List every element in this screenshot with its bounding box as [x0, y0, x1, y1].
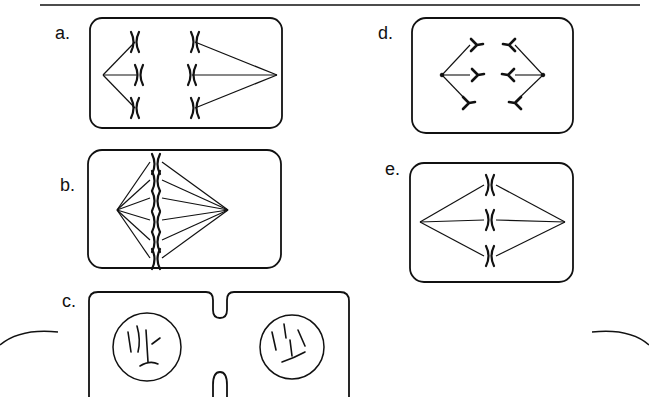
stage-letter: e.	[385, 160, 400, 178]
cell-b	[88, 150, 281, 269]
cell-a	[90, 18, 282, 128]
cell-c	[89, 292, 349, 397]
stage-letter: d.	[378, 24, 393, 42]
stage-letter: b.	[60, 176, 75, 194]
cell-d	[412, 18, 573, 133]
stage-letter: c.	[62, 292, 76, 310]
cell-e	[410, 163, 573, 282]
page-lines	[0, 5, 649, 345]
stage-letter: a.	[55, 24, 70, 42]
